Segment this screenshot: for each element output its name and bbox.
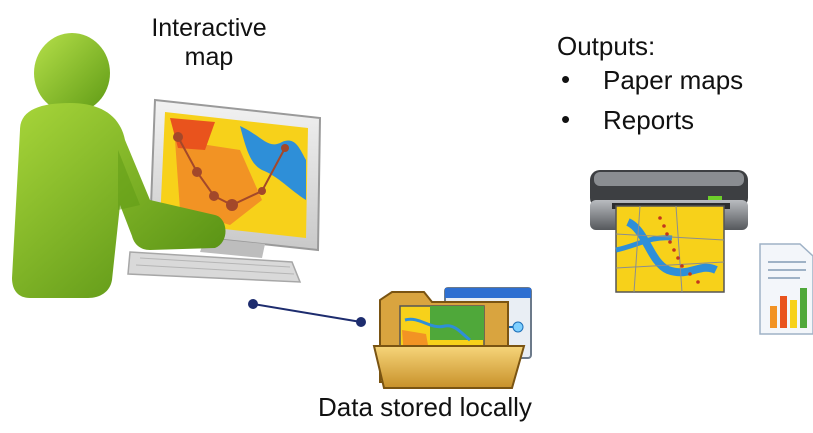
- outputs-block: Outputs: Paper maps Reports: [557, 31, 743, 146]
- interactive-map-label: Interactive map: [128, 14, 290, 72]
- data-stored-locally-label: Data stored locally: [318, 392, 532, 422]
- outputs-list: Paper maps Reports: [557, 65, 743, 146]
- outputs-heading: Outputs:: [557, 31, 656, 61]
- report-document-icon: [759, 243, 813, 335]
- connection-line-icon: [248, 299, 366, 327]
- outputs-item-reports: Reports: [557, 105, 743, 146]
- interactive-map-label-line2: map: [184, 42, 234, 71]
- printed-map-icon: [615, 205, 725, 293]
- person-at-computer-icon: [12, 33, 226, 298]
- outputs-item-paper-maps: Paper maps: [557, 65, 743, 106]
- keyboard-icon: [127, 251, 302, 283]
- data-folder-icon: [372, 287, 532, 389]
- interactive-map-label-line1: Interactive: [151, 14, 267, 42]
